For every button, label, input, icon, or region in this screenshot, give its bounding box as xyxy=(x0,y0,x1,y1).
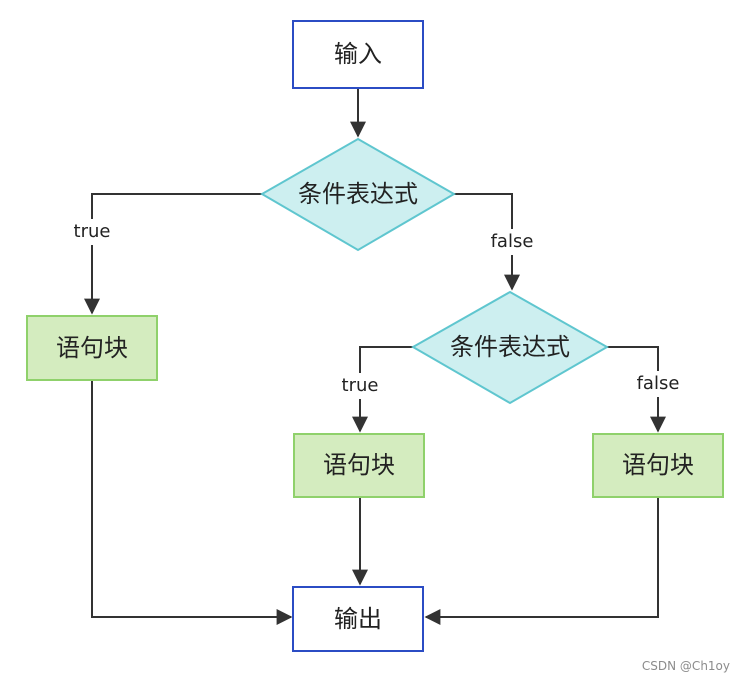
block-mid-box xyxy=(293,433,425,498)
condition-2-label: 条件表达式 xyxy=(450,333,570,361)
label-bg-cond2-false xyxy=(630,371,686,397)
label-bg-cond1-false xyxy=(484,229,540,255)
arrow-right-block-to-output xyxy=(424,497,659,625)
watermark-text: CSDN @Ch1oy xyxy=(641,659,730,673)
condition-2-diamond xyxy=(410,290,610,405)
arrow-condition-1-false xyxy=(454,193,520,291)
label-bg-cond2-true xyxy=(336,373,384,399)
node-block-left: 语句块 xyxy=(26,315,158,381)
output-label: 输出 xyxy=(334,605,382,633)
block-mid-label: 语句块 xyxy=(323,451,395,479)
node-block-right: 语句块 xyxy=(592,433,724,498)
arrow-condition-2-false xyxy=(607,346,666,433)
block-left-box xyxy=(26,315,158,381)
condition-1-label: 条件表达式 xyxy=(298,180,418,208)
edge-label-cond1-true: true xyxy=(74,221,111,242)
output-box xyxy=(292,586,424,652)
edge-label-cond2-true: true xyxy=(342,375,379,396)
block-left-label: 语句块 xyxy=(56,334,128,362)
node-condition-2: 条件表达式 xyxy=(410,290,610,405)
node-input: 输入 xyxy=(292,20,424,89)
node-output: 输出 xyxy=(292,586,424,652)
block-right-label: 语句块 xyxy=(622,451,694,479)
input-box xyxy=(292,20,424,89)
node-condition-1: 条件表达式 xyxy=(260,137,456,252)
condition-1-diamond xyxy=(260,137,456,252)
edge-label-cond2-false: false xyxy=(637,373,680,394)
block-right-box xyxy=(592,433,724,498)
connectors xyxy=(84,88,666,625)
arrow-left-block-to-output xyxy=(91,380,293,625)
edge-label-cond1-false: false xyxy=(491,231,534,252)
arrow-condition-2-true xyxy=(352,346,413,433)
node-block-mid: 语句块 xyxy=(293,433,425,498)
label-bg-cond1-true xyxy=(68,219,116,245)
arrow-condition-1-true xyxy=(84,193,262,315)
input-label: 输入 xyxy=(334,40,382,68)
